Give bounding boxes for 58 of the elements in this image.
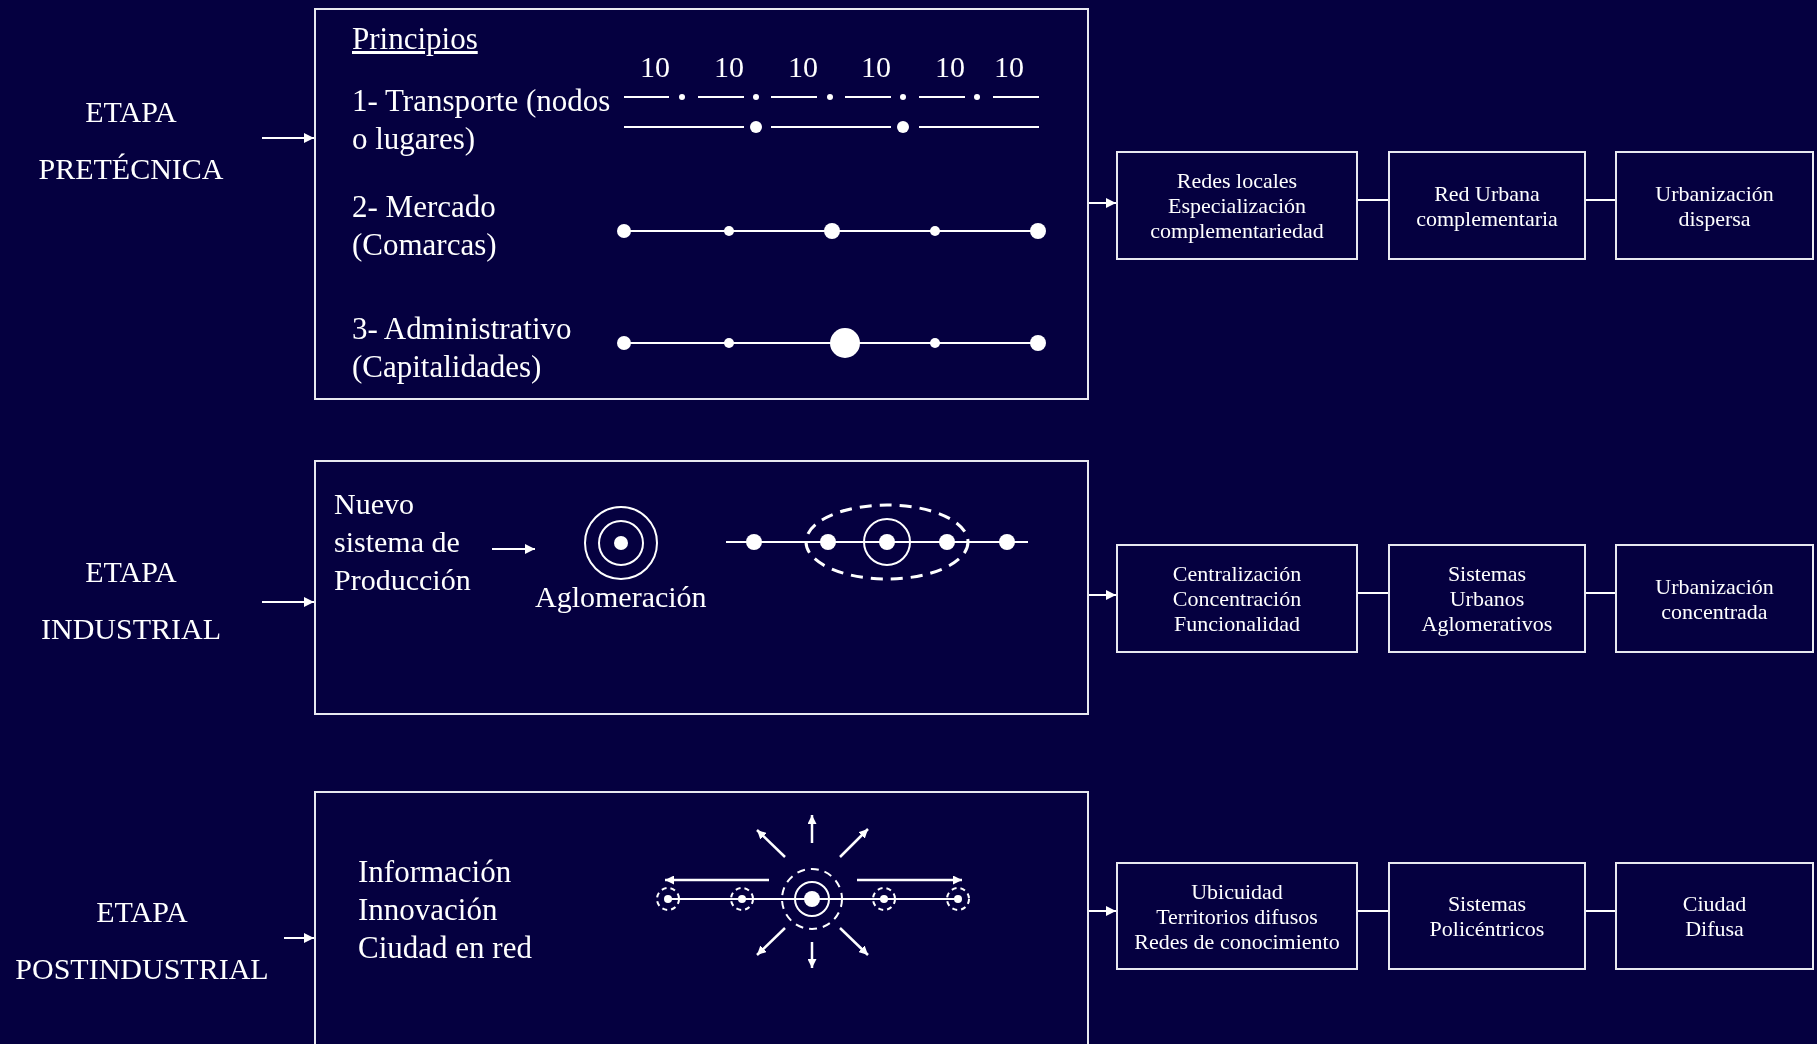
outcome-box xyxy=(1615,862,1814,970)
connector-line xyxy=(1357,199,1389,201)
arrow xyxy=(1088,906,1117,916)
arrow xyxy=(261,597,315,607)
box-text: Funcionalidad xyxy=(1174,611,1300,636)
outcome-box xyxy=(1388,544,1586,653)
arrow xyxy=(283,933,315,943)
stage-panel xyxy=(314,8,1089,400)
arrow xyxy=(1088,590,1117,600)
box-text: Sistemas Urbanos Aglomerativos xyxy=(1420,561,1554,636)
panel-text: Información xyxy=(358,853,513,891)
box-text: Concentración xyxy=(1172,586,1302,611)
box-text: Ubicuidad xyxy=(1191,878,1283,904)
stage-label: ETAPA PRETÉCNICA xyxy=(37,94,225,187)
box-text: Sistemas Policéntricos xyxy=(1428,891,1546,941)
arrow xyxy=(261,133,315,143)
distance-label: 10 xyxy=(788,50,818,84)
panel-text: 3- Administrativo (Capitalidades) xyxy=(352,310,573,386)
arrow xyxy=(491,544,536,554)
stage-panel xyxy=(314,460,1089,715)
stage-label: ETAPA POSTINDUSTRIAL xyxy=(14,894,270,987)
box-text: Ciudad Difusa xyxy=(1681,891,1748,941)
box-text: Especialización xyxy=(1167,193,1306,218)
outcome-box xyxy=(1116,151,1358,260)
outcome-box xyxy=(1388,862,1586,970)
box-text: Redes locales xyxy=(1176,168,1298,193)
connector-line xyxy=(1585,592,1616,594)
box-text: Centralización xyxy=(1172,561,1302,586)
panel-text: 2- Mercado (Comarcas) xyxy=(352,188,498,264)
stage-label: ETAPA INDUSTRIAL xyxy=(40,554,222,647)
outcome-box xyxy=(1116,544,1358,653)
distance-label: 10 xyxy=(935,50,965,84)
outcome-box xyxy=(1615,544,1814,653)
connector-line xyxy=(1585,199,1616,201)
box-text: complementariedad xyxy=(1150,218,1324,243)
outcome-box xyxy=(1615,151,1814,260)
distance-label: 10 xyxy=(714,50,744,84)
distance-label: 10 xyxy=(861,50,891,84)
box-text: Redes de conocimiento xyxy=(1134,928,1340,954)
outcome-box xyxy=(1388,151,1586,260)
connector-line xyxy=(1357,592,1389,594)
connector-line xyxy=(1585,910,1616,912)
distance-label: 10 xyxy=(994,50,1024,84)
box-text: Territorios difusos xyxy=(1156,903,1318,929)
arrow xyxy=(1088,198,1117,208)
outcome-box xyxy=(1116,862,1358,970)
box-text: Red Urbana complementaria xyxy=(1415,180,1559,231)
concept-label: Aglomeración xyxy=(535,580,707,614)
panel-text: Ciudad en red xyxy=(358,929,533,967)
stage-panel xyxy=(314,791,1089,1044)
connector-line xyxy=(1357,910,1389,912)
box-text: Urbanización dispersa xyxy=(1654,180,1775,231)
panel-text: Innovación xyxy=(358,891,499,929)
distance-label: 10 xyxy=(640,50,670,84)
panel-text: 1- Transporte (nodos o lugares) xyxy=(352,82,612,158)
process-label: Nuevo sistema de Producción xyxy=(334,485,492,605)
section-heading: Principios xyxy=(352,20,479,58)
box-text: Urbanización concentrada xyxy=(1654,573,1775,624)
